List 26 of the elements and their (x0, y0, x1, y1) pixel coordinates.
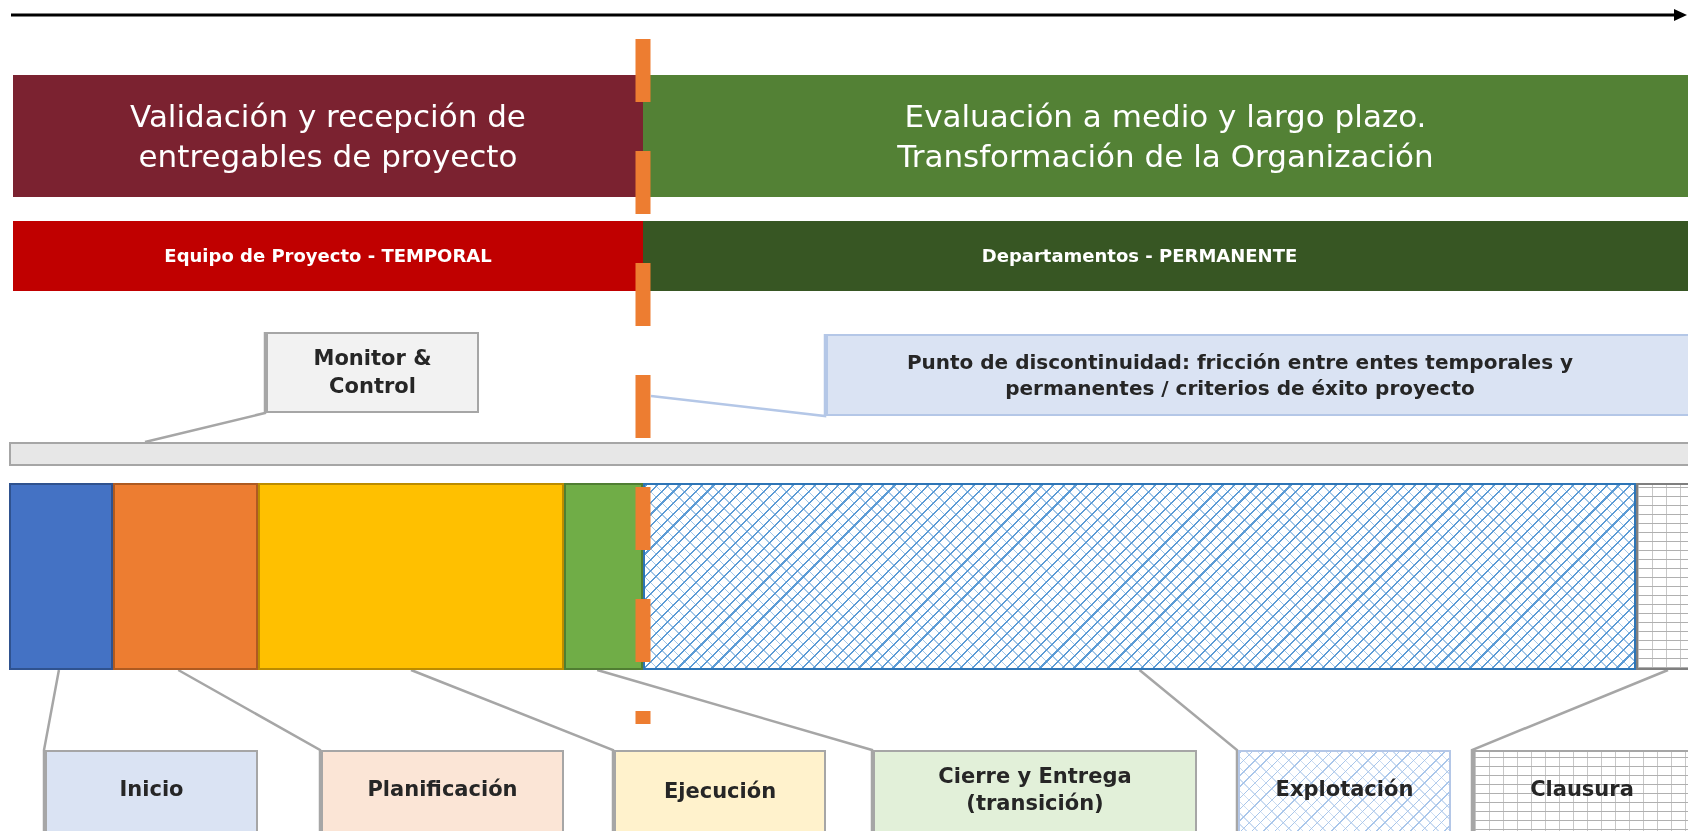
phase-bar-segment (258, 483, 564, 670)
callout-box: Monitor & Control (266, 332, 479, 413)
leader-line (42, 669, 61, 831)
leader-line (144, 332, 267, 444)
phase-label-box: Cierre y Entrega (transición) (873, 750, 1197, 831)
phase-label-box: Inicio (45, 750, 258, 831)
phase-label-box: Ejecución (614, 750, 826, 831)
phase-label-box: Explotación (1238, 750, 1451, 831)
team-band: Equipo de Proyecto - TEMPORAL (13, 221, 643, 291)
leader-line (1138, 669, 1239, 831)
phase-label-box: Planificación (321, 750, 564, 831)
leader-line (410, 668, 615, 831)
phase-band: Evaluación a medio y largo plazo. Transformación de la Organización (643, 75, 1688, 197)
phase-bar-segment (564, 483, 643, 670)
monitor-bar (9, 442, 1688, 466)
callout-box: Punto de discontinuidad: fricción entre entes temporales y permanentes / criterios de éxito proyecto (826, 334, 1688, 416)
leader-line (177, 668, 322, 831)
phase-bar-segment (9, 483, 113, 670)
phase-label-box: Clausura (1473, 750, 1688, 831)
leader-line (1470, 668, 1669, 831)
leader-line (596, 668, 874, 831)
phase-bar-segment (113, 483, 258, 670)
leader-line (650, 334, 827, 418)
phase-band: Validación y recepción de entregables de proyecto (13, 75, 643, 197)
team-band: Departamentos - PERMANENTE (643, 221, 1688, 291)
hatched-bar-segment (643, 483, 1636, 670)
